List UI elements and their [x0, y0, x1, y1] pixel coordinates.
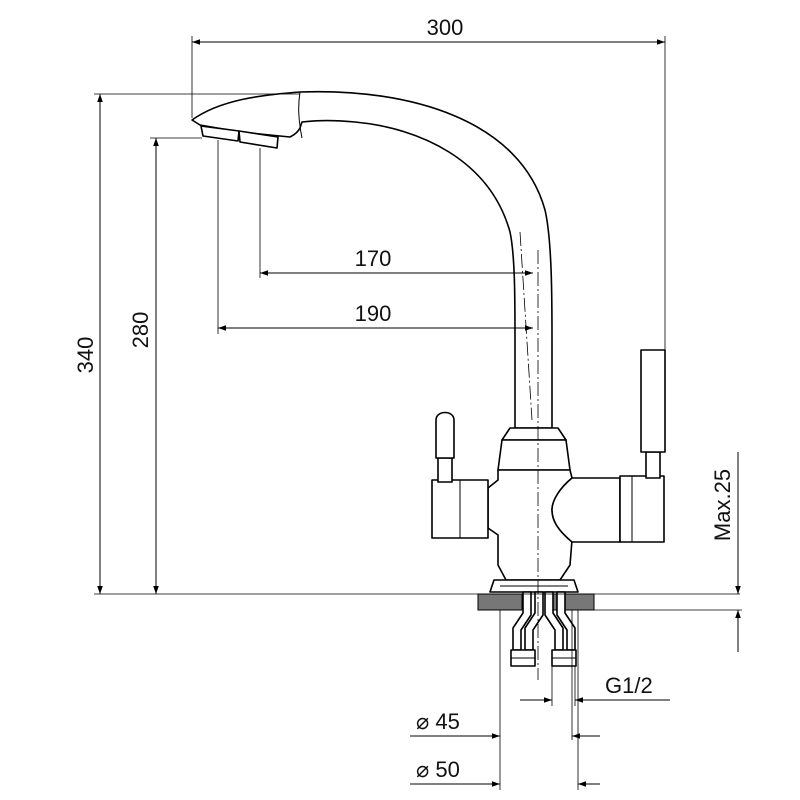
dim-hole-diameter-min: ⌀ 45	[416, 709, 460, 734]
right-lever-cap	[619, 475, 665, 543]
left-lever-stem	[437, 457, 453, 483]
counter-section-left	[477, 593, 523, 611]
left-lever-handle	[435, 411, 455, 459]
spout-collar-lower	[497, 439, 571, 471]
dim-hole-diameter-max: ⌀ 50	[416, 757, 460, 782]
nozzle-filtered-water	[200, 125, 240, 142]
dim-overall-height: 340	[73, 337, 98, 374]
dim-spout-height: 280	[128, 312, 153, 349]
right-lever-stem	[645, 451, 661, 479]
faucet-body	[191, 90, 666, 680]
right-lever-housing	[551, 477, 621, 543]
dim-spout-reach-inner: 170	[355, 246, 392, 271]
nozzle-tap-water	[238, 130, 279, 149]
dimension-lines: 300 170 190 340 280 Max.25 G1/2	[73, 15, 742, 790]
right-lever-handle	[640, 349, 666, 453]
dim-spout-reach-outer: 190	[355, 301, 392, 326]
dim-thread: G1/2	[605, 673, 653, 698]
dim-max-counter-thickness: Max.25	[710, 469, 735, 541]
dim-overall-width: 300	[427, 15, 464, 40]
spout-nozzle-divider	[298, 91, 303, 139]
spout-collar	[501, 427, 567, 441]
